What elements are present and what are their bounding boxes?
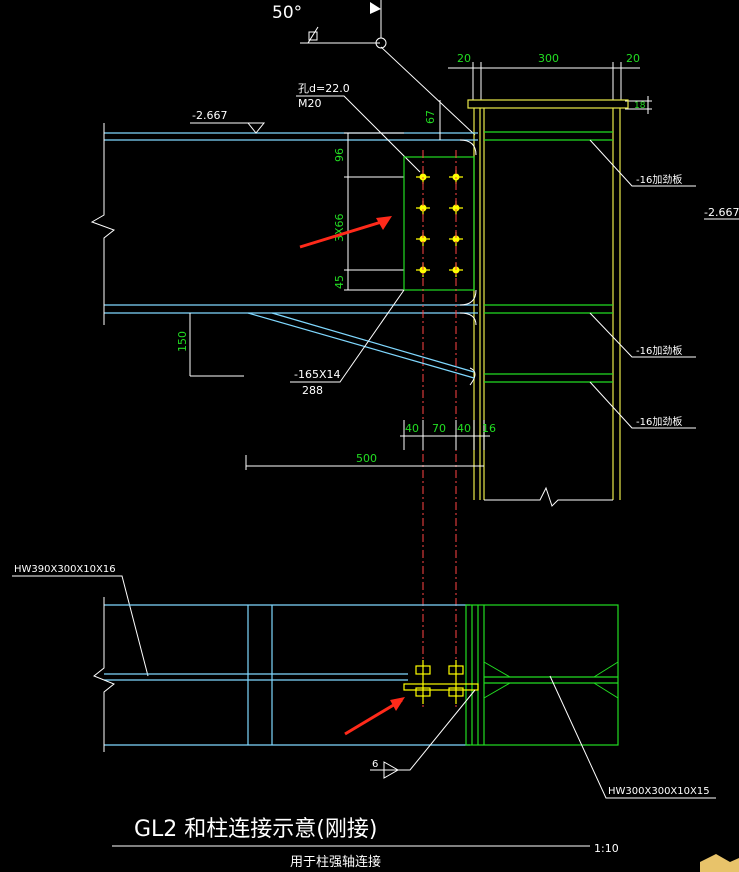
column-top-dimensions [448,62,640,100]
bolt-plan [403,660,479,704]
bolt-callout [296,95,421,173]
angle-label: 50° [272,3,302,23]
bolt-size-label: M20 [298,97,322,110]
dim-500: 500 [356,452,377,465]
plate-horizontal-dimensions [245,420,490,470]
column-section-label: HW300X300X10X15 [608,786,710,797]
stiffener-bottom [484,373,613,383]
red-arrowhead-bottom [390,697,405,711]
red-arrow-top [299,218,389,249]
weld-symbol [370,689,476,779]
dim-300: 300 [538,52,559,65]
dim-67: 67 [424,110,437,124]
column-break-line [484,486,613,507]
dim-20-left: 20 [457,52,471,65]
weld-size-label: 6 [372,759,378,770]
dim-16: 16 [482,422,496,435]
drawing-title: GL2 和柱连接示意(刚接) [134,817,377,842]
brace-callout [290,289,405,383]
beam-plan-break-line [93,597,115,752]
dim-96: 96 [333,148,346,162]
dim-18: 18 [634,101,646,111]
beam-section-callout [12,575,149,677]
corner-icon [700,854,739,872]
dim-45: 45 [333,275,346,289]
column-section-callout [549,675,716,799]
dim-150-lines [189,313,244,377]
shear-plate [403,156,475,291]
bolt-hole-label: 孔d=22.0 [298,82,350,95]
angle-indicator: 50° [272,0,476,136]
dim-70: 70 [432,422,446,435]
plate-vertical-dimensions [344,100,441,291]
stiffener-label-2: -16加劲板 [636,344,682,357]
dim-20-right: 20 [626,52,640,65]
stiffener-label-1: -16加劲板 [636,173,682,186]
dim-150: 150 [176,331,189,352]
stiffener-mid [484,304,613,314]
stiffener-label-3: -16加劲板 [636,415,682,428]
red-arrow-bottom [344,698,403,736]
level-label-left: -2.667 [192,109,227,122]
beam-plan [93,597,470,752]
stiffener-top [484,131,613,141]
dim-40-a: 40 [405,422,419,435]
red-arrowhead-top [376,216,392,230]
level-marker-left [190,122,266,134]
knee-brace [247,312,475,379]
column-cap-plate [467,99,629,109]
beam-break-line [90,123,116,325]
column-elevation [467,99,629,507]
level-label-right: -2.667 [704,206,739,219]
dim-18-marker [625,96,652,114]
beam-elevation [90,123,478,386]
dim-40-b: 40 [457,422,471,435]
flag-icon [370,2,381,14]
beam-section-label: HW390X300X10X16 [14,564,116,575]
drawing-subtitle: 用于柱强轴连接 [290,854,381,870]
brace-plate-label-top: -165X14 [294,368,341,381]
drawing-scale: 1:10 [594,842,619,855]
brace-plate-label-bottom: 288 [302,384,323,397]
stiffener-callouts [589,139,696,429]
